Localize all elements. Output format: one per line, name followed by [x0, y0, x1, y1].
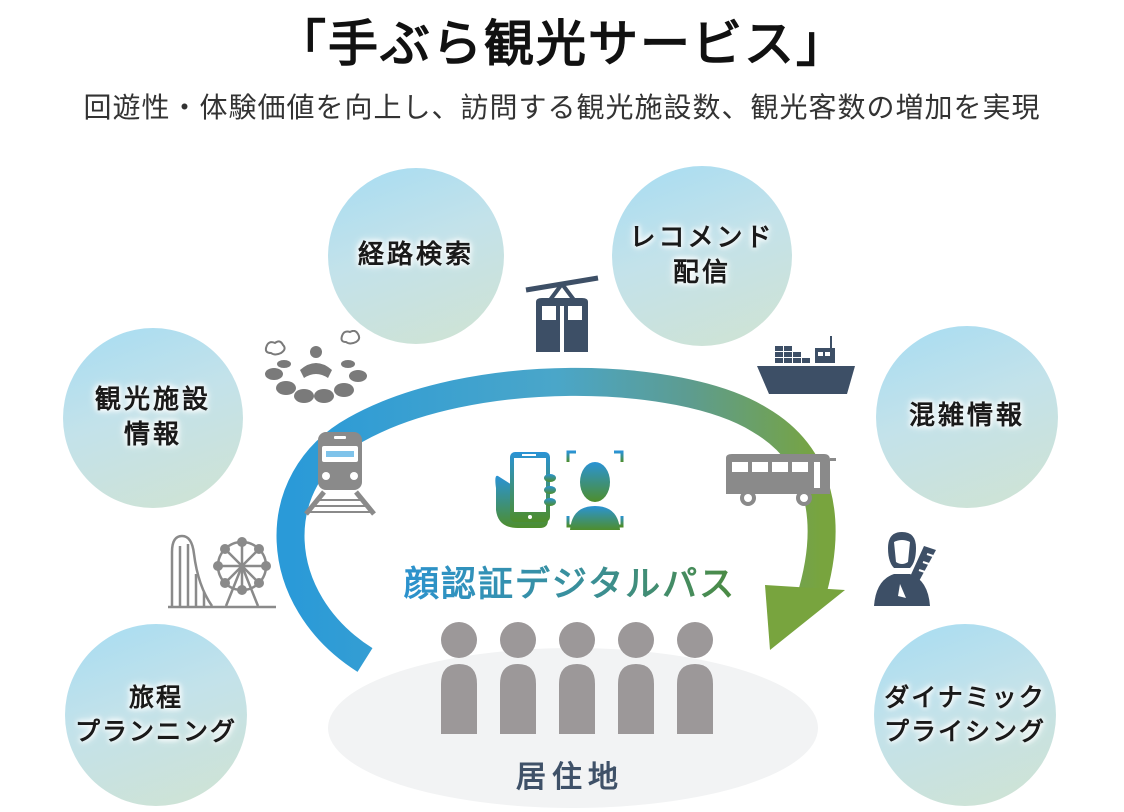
service-label: レコメンド 配信 — [629, 222, 775, 288]
train-icon — [304, 432, 376, 516]
face-recognition-digital-pass-label: 顔認証デジタルパス — [380, 556, 760, 607]
person-icon — [500, 622, 536, 734]
bus-icon — [726, 454, 836, 506]
service-label: 旅程 プランニング — [74, 683, 237, 746]
service-label: 観光施設 情報 — [94, 384, 211, 450]
person-icon — [441, 622, 477, 734]
person-icon — [677, 622, 713, 734]
service-route-search[interactable]: 経路検索 — [328, 168, 504, 344]
amusement-park-icon — [168, 534, 276, 609]
person-icon — [618, 622, 654, 734]
cargo-ship-icon — [757, 336, 855, 394]
service-facility-info[interactable]: 観光施設 情報 — [63, 328, 243, 508]
page-subtitle: 回遊性・体験価値を向上し、訪問する観光施設数、観光客数の増加を実現 — [83, 91, 1041, 124]
samurai-icon — [874, 532, 936, 606]
service-congestion-info[interactable]: 混雑情報 — [876, 326, 1058, 508]
service-label: 経路検索 — [357, 240, 474, 271]
service-label: 混雑情報 — [908, 401, 1025, 432]
face-recognition-phone-icon — [495, 450, 624, 530]
service-recommend[interactable]: レコメンド 配信 — [612, 166, 792, 346]
residence-label: 居住地 — [516, 760, 624, 795]
ropeway-icon — [525, 275, 599, 352]
person-icon — [559, 622, 595, 734]
page-title: 「手ぶら観光サービス」 — [276, 15, 848, 73]
service-dynamic-pricing[interactable]: ダイナミック プライシング — [874, 624, 1056, 806]
stadium-icon — [264, 330, 367, 403]
residents-group — [441, 622, 713, 734]
service-label: ダイナミック プライシング — [883, 683, 1046, 746]
service-itinerary-planning[interactable]: 旅程 プランニング — [65, 624, 247, 806]
cycle-arrow-head — [765, 585, 845, 650]
